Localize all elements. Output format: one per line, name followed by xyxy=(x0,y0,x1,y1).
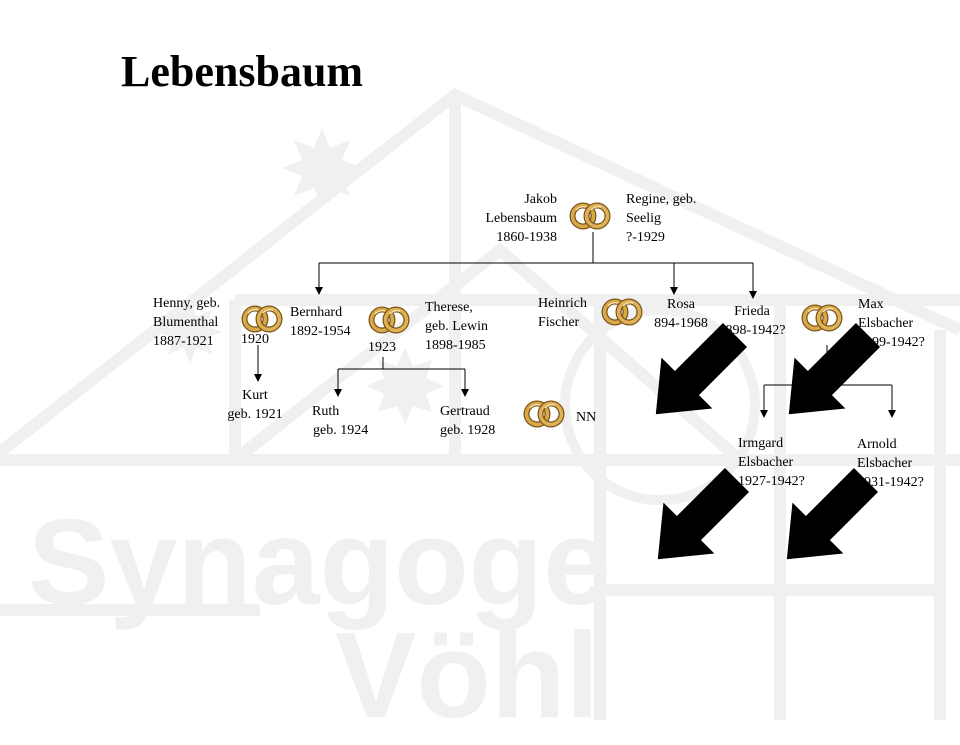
person-regine: Regine, geb.Seelig?-1929 xyxy=(626,192,697,245)
family-tree-graphics xyxy=(0,0,896,585)
wedding-rings-icon xyxy=(805,308,840,329)
wedding-rings-icon xyxy=(605,302,640,323)
person-nn: NN xyxy=(576,410,597,425)
marriage-year-henny-bernhard: 1920 xyxy=(241,332,269,347)
marriage-year-bernhard-therese: 1923 xyxy=(368,340,396,355)
wedding-rings-icon xyxy=(573,206,608,227)
watermark-background xyxy=(0,88,960,720)
page-title: Lebensbaum xyxy=(121,47,364,96)
wedding-rings-icon xyxy=(527,404,562,425)
watermark-text-line1: Synagoge xyxy=(28,494,612,630)
wedding-rings-icon xyxy=(245,309,280,330)
wedding-rings-icon xyxy=(372,310,407,331)
